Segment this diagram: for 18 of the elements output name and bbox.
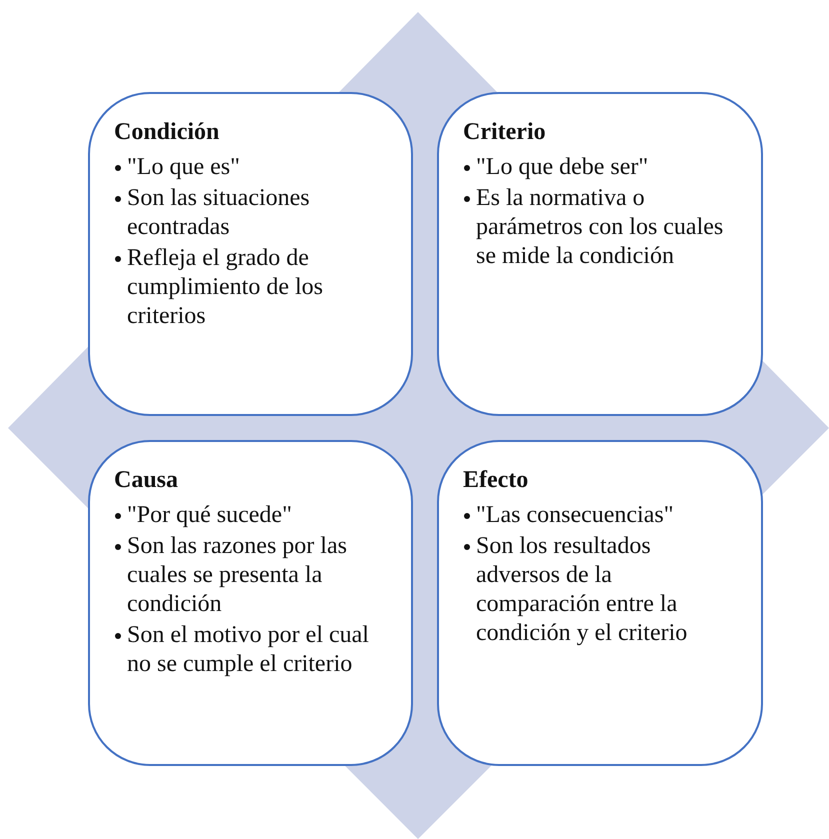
bullet-text: "Lo que debe ser": [476, 154, 648, 180]
rounded-box: [437, 92, 763, 416]
rounded-box: [88, 440, 413, 766]
bullet-text: Son las situaciones econtradas: [127, 185, 310, 240]
box-heading: Efecto: [463, 466, 530, 495]
bullet-text: "Por qué sucede": [127, 502, 292, 528]
box-heading: Condición: [114, 118, 220, 147]
bullet-text: Son las razones por las cuales se presenta la condición: [127, 533, 347, 617]
rounded-box: [437, 440, 763, 766]
bullet-text: Refleja el grado de cumplimiento de los criterios: [127, 245, 323, 329]
bullet-text: Son los resultados adversos de la comparación entre la condición y el criterio: [476, 533, 688, 646]
bullet-text: Son el motivo por el cual no se cumple el criterio: [127, 622, 369, 677]
bullet-text: "Las consecuencias": [476, 502, 674, 528]
bullet-text: Es la normativa o parámetros con los cuales se mide la condición: [476, 185, 724, 269]
box-heading: Criterio: [463, 118, 547, 147]
box-heading: Causa: [114, 466, 180, 495]
rounded-box: [88, 92, 413, 416]
bullet-text: "Lo que es": [127, 154, 240, 180]
